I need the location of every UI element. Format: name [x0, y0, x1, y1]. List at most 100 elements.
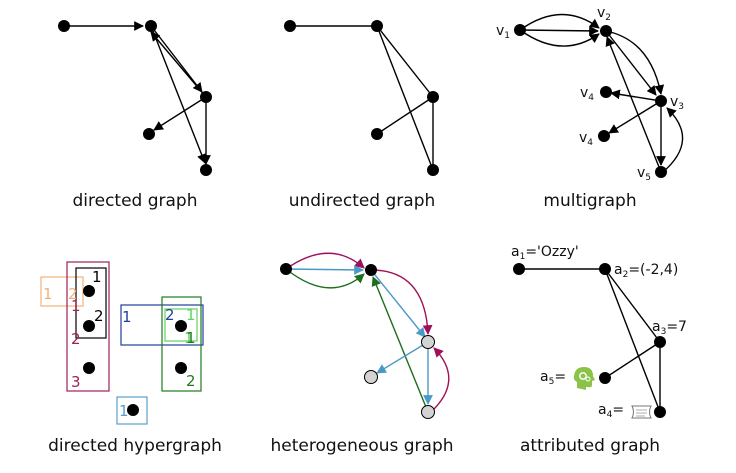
edge	[608, 100, 662, 134]
node	[143, 128, 155, 140]
hyperedge-num: 1	[92, 268, 102, 286]
undirected-graph-panel: undirected graph	[284, 20, 439, 211]
attr-label-a3: a3=7	[652, 319, 687, 337]
node-a2	[599, 263, 611, 275]
edge	[519, 13, 600, 31]
attr-label-a1: a1='Ozzy'	[511, 244, 579, 262]
edge	[519, 25, 599, 36]
caption-directed: directed graph	[72, 191, 197, 211]
node-v1	[514, 24, 526, 36]
edge	[604, 268, 661, 343]
label-v3: v3	[670, 94, 684, 112]
node-a3	[654, 336, 666, 348]
label-v1: v1	[496, 23, 510, 41]
caption-undirected: undirected graph	[289, 191, 436, 211]
node	[371, 128, 383, 140]
attr-label-a5: a5=	[540, 369, 566, 387]
hyperedge-purple	[66, 261, 110, 392]
edge	[376, 25, 434, 98]
hyperedge-num: 3	[71, 373, 81, 391]
label-v4: v4	[580, 85, 594, 103]
label-v5: v5	[637, 165, 651, 183]
edge	[662, 107, 684, 173]
edge	[604, 268, 661, 413]
edge	[153, 96, 207, 131]
hyperedge-num: 1	[43, 285, 53, 303]
node-a5	[599, 372, 611, 384]
edge	[285, 264, 364, 275]
node	[200, 164, 212, 176]
edge	[150, 25, 207, 164]
node	[58, 20, 70, 32]
hyperedge-black	[75, 267, 107, 339]
caption-heterogeneous: heterogeneous graph	[270, 436, 453, 456]
node	[175, 362, 187, 374]
edge	[370, 269, 433, 335]
hypergraph-panel: 1 2 1 2 1 2 3 1 2 1 1 1 2 1 directed hyp…	[40, 261, 222, 456]
edge	[371, 276, 429, 413]
hyperedge-num: 1	[186, 329, 196, 347]
node	[427, 91, 439, 103]
node-v5	[655, 166, 667, 178]
node	[364, 370, 378, 384]
edge	[605, 30, 657, 96]
node	[83, 320, 95, 332]
node	[371, 20, 383, 32]
node-v4	[598, 130, 610, 142]
attr-label-a2: a2=(-2,4)	[614, 262, 678, 280]
hyperedge-num: 1	[184, 329, 194, 347]
edge	[430, 347, 450, 413]
hyperedge-orange	[40, 276, 84, 307]
node-v4	[600, 86, 612, 98]
node	[365, 264, 377, 276]
hyperedge-num: 1	[119, 402, 129, 420]
hyperedge-num: 1	[186, 306, 196, 324]
scroll-icon	[631, 405, 652, 419]
caption-attributed: attributed graph	[520, 436, 660, 456]
hyperedge-light-green	[164, 308, 198, 342]
multigraph-panel: v1 v2 v3 v4 v4 v5 multigraph	[496, 5, 684, 211]
node-v2	[600, 25, 612, 37]
edge	[285, 252, 365, 270]
hyperedge-num: 1	[122, 308, 132, 326]
node-v3	[655, 95, 667, 107]
hyperedge-num: 2	[71, 330, 81, 348]
edge	[376, 341, 429, 374]
edge	[370, 269, 426, 338]
edge	[519, 29, 600, 47]
attributed-graph-panel: a1='Ozzy' a2=(-2,4) a3=7 a5= a4= attribu…	[511, 244, 687, 456]
directed-graph-panel: directed graph	[58, 20, 212, 211]
edge	[605, 30, 665, 95]
node-a4	[654, 406, 666, 418]
edge	[376, 25, 434, 171]
hyperedge-dark-green	[161, 296, 202, 392]
node	[175, 320, 187, 332]
label-v2: v2	[597, 5, 611, 23]
node-a1	[513, 263, 525, 275]
label-v4: v4	[579, 130, 593, 148]
node	[421, 405, 435, 419]
head-gears-icon	[573, 367, 595, 390]
node	[127, 404, 139, 416]
node	[145, 20, 157, 32]
attr-label-a4: a4=	[598, 402, 624, 420]
node	[200, 91, 212, 103]
hyperedge-num: 2	[68, 285, 78, 303]
edge	[610, 89, 662, 102]
node	[284, 20, 296, 32]
node	[427, 164, 439, 176]
hyperedge-num: 1	[71, 297, 81, 315]
hyperedge-light-blue	[116, 396, 148, 425]
hyperedge-num: 2	[165, 306, 175, 324]
caption-multigraph: multigraph	[543, 191, 636, 211]
caption-hypergraph: directed hypergraph	[48, 436, 222, 456]
node	[421, 335, 435, 349]
edge	[285, 268, 365, 289]
hyperedge-num: 2	[186, 372, 196, 390]
hyperedge-num: 2	[94, 307, 104, 325]
edge	[604, 341, 661, 379]
node	[83, 362, 95, 374]
edge	[605, 36, 662, 173]
heterogeneous-graph-panel: heterogeneous graph	[270, 252, 454, 456]
